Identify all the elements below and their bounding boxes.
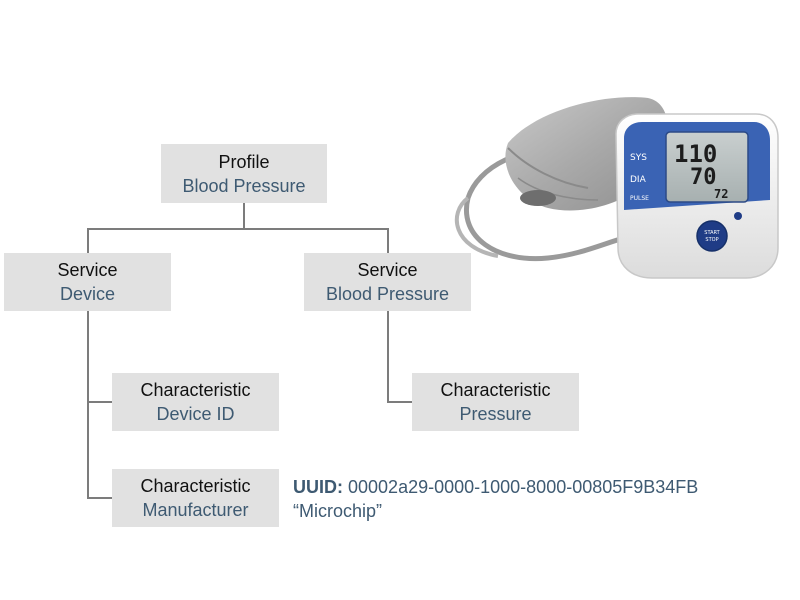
uuid-annotation: UUID: 00002a29-0000-1000-8000-00805F9B34… — [293, 475, 793, 523]
connector-to-char-device-id — [87, 401, 113, 403]
service-device-name-label: Device — [59, 284, 116, 304]
connector-bp-trunk — [387, 311, 389, 403]
char-device-id-name-label: Device ID — [156, 404, 235, 424]
profile-box: Profile Blood Pressure — [161, 144, 327, 203]
connector-device-trunk — [87, 311, 89, 499]
char-device-id-type-label: Characteristic — [140, 380, 251, 400]
monitor-dia-label: DIA — [630, 175, 647, 185]
blood-pressure-monitor-image: SYS DIA PULSE 110 70 72 START STOP — [454, 97, 779, 279]
connector-to-service-bp — [387, 228, 389, 253]
manufacturer-name-value: “Microchip” — [293, 501, 383, 521]
start-stop-button-shape — [696, 220, 728, 252]
monitor-sys-label: SYS — [630, 153, 647, 163]
connector-profile-down — [243, 203, 245, 229]
profile-type-label: Profile — [218, 151, 270, 172]
char-manufacturer-type-label: Characteristic — [140, 476, 251, 496]
monitor-sys-value: 110 — [674, 140, 717, 168]
char-manufacturer-name-label: Manufacturer — [142, 500, 249, 520]
uuid-label: UUID: — [293, 477, 343, 497]
char-pressure-name-label: Pressure — [459, 404, 532, 424]
service-device-box: Service Device — [4, 253, 171, 311]
char-pressure-type-label: Characteristic — [440, 380, 551, 400]
connector-to-char-pressure — [387, 401, 413, 403]
characteristic-pressure-box: Characteristic Pressure — [412, 373, 579, 431]
service-blood-pressure-box: Service Blood Pressure — [304, 253, 471, 311]
start-button-label: START — [704, 230, 720, 236]
monitor-dia-value: 70 — [690, 165, 717, 190]
characteristic-device-id-box: Characteristic Device ID — [112, 373, 279, 431]
profile-name-label: Blood Pressure — [182, 175, 306, 196]
monitor-pulse-value: 72 — [714, 187, 728, 201]
connector-to-service-device — [87, 228, 89, 253]
connector-profile-horizontal — [87, 228, 389, 230]
service-device-type-label: Service — [57, 260, 118, 280]
uuid-line: UUID: 00002a29-0000-1000-8000-00805F9B34… — [293, 475, 793, 499]
characteristic-manufacturer-box: Characteristic Manufacturer — [112, 469, 279, 527]
monitor-pulse-label: PULSE — [630, 195, 649, 202]
stop-button-label: STOP — [705, 237, 718, 243]
service-bp-name-label: Blood Pressure — [325, 284, 450, 304]
lcd-screen-shape — [665, 131, 749, 203]
memory-button-shape — [734, 212, 742, 220]
connector-to-char-manufacturer — [87, 497, 113, 499]
uuid-value: 00002a29-0000-1000-8000-00805F9B34FB — [348, 477, 699, 497]
service-bp-type-label: Service — [357, 260, 418, 280]
